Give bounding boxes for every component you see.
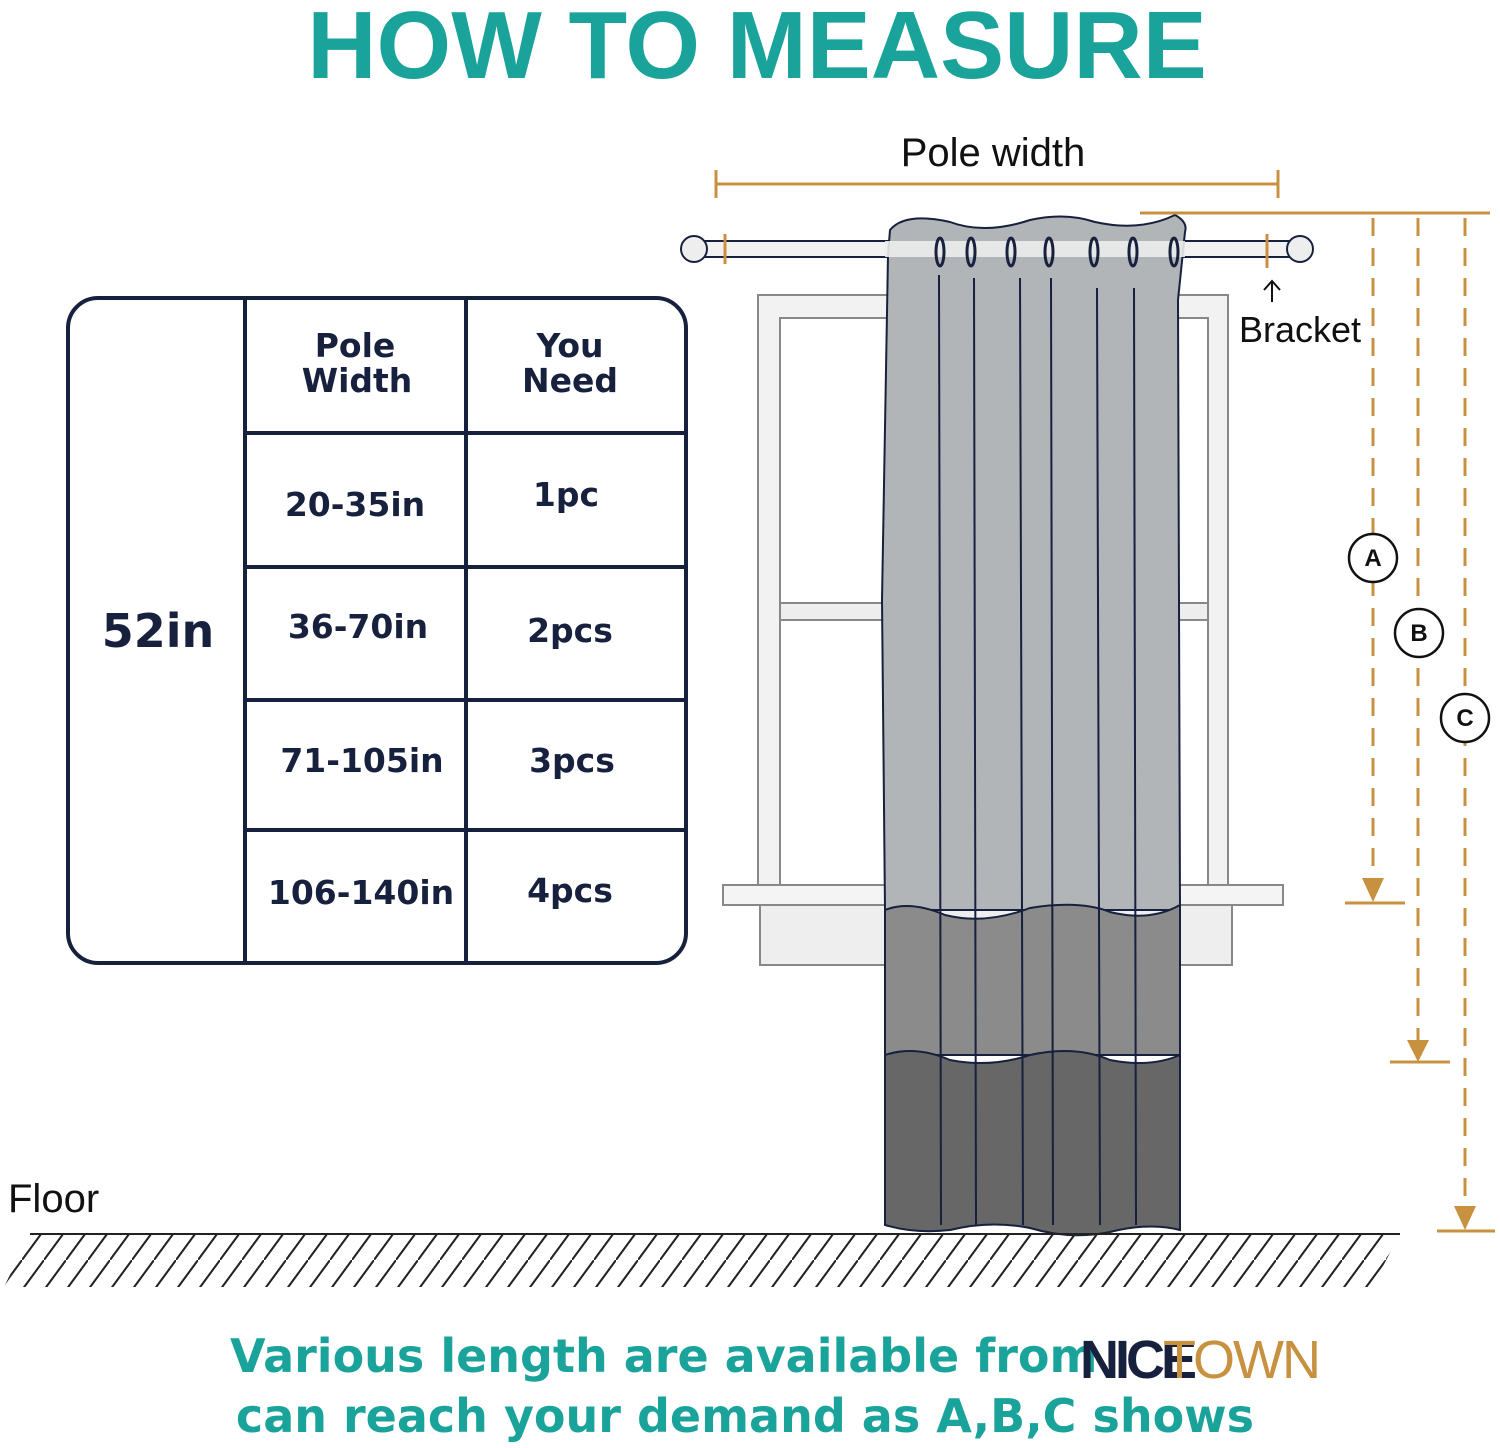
svg-text:NICE: NICE [1080,1330,1195,1390]
header-you-need-1: You [535,326,603,365]
page-title: HOW TO MEASURE [307,0,1207,99]
svg-text:TOWN: TOWN [1163,1330,1319,1390]
svg-text:B: B [1410,620,1427,647]
table-cell: 106-140in [268,873,454,912]
marker-b: B [1393,607,1445,659]
bracket-label: Bracket [1239,309,1361,350]
marker-a: A [1347,532,1399,584]
arrow-down-icons [1362,878,1476,1230]
header-you-need-2: Need [522,361,618,400]
table-cell: 1pc [533,475,599,514]
nicetown-logo: NICE TOWN [1080,1330,1321,1390]
header-pole-width-1: Pole [315,326,396,365]
panel-width: 52in [102,604,215,658]
table-cell: 2pcs [527,611,613,650]
arrow-up-icon [1263,279,1281,302]
table-cell: 20-35in [285,485,425,524]
svg-text:C: C [1456,705,1473,732]
table-cell: 4pcs [527,871,613,910]
size-table: 52in Pole Width You Need 20-35in 1pc 36-… [66,296,688,965]
footer-line-1: Various length are available from [230,1329,1097,1383]
floor-label: Floor [8,1177,99,1221]
curtain-panel [880,213,1187,1237]
pole-width-label: Pole width [901,131,1086,175]
floor [4,1233,1400,1287]
marker-c: C [1439,692,1491,744]
table-cell: 71-105in [280,741,443,780]
table-cell: 3pcs [529,741,615,780]
table-cell: 36-70in [288,607,428,646]
header-pole-width-2: Width [302,361,413,400]
svg-text:A: A [1364,545,1381,572]
pole-width-dimension [714,170,1280,198]
footer-line-2: can reach your demand as A,B,C shows [236,1389,1254,1443]
